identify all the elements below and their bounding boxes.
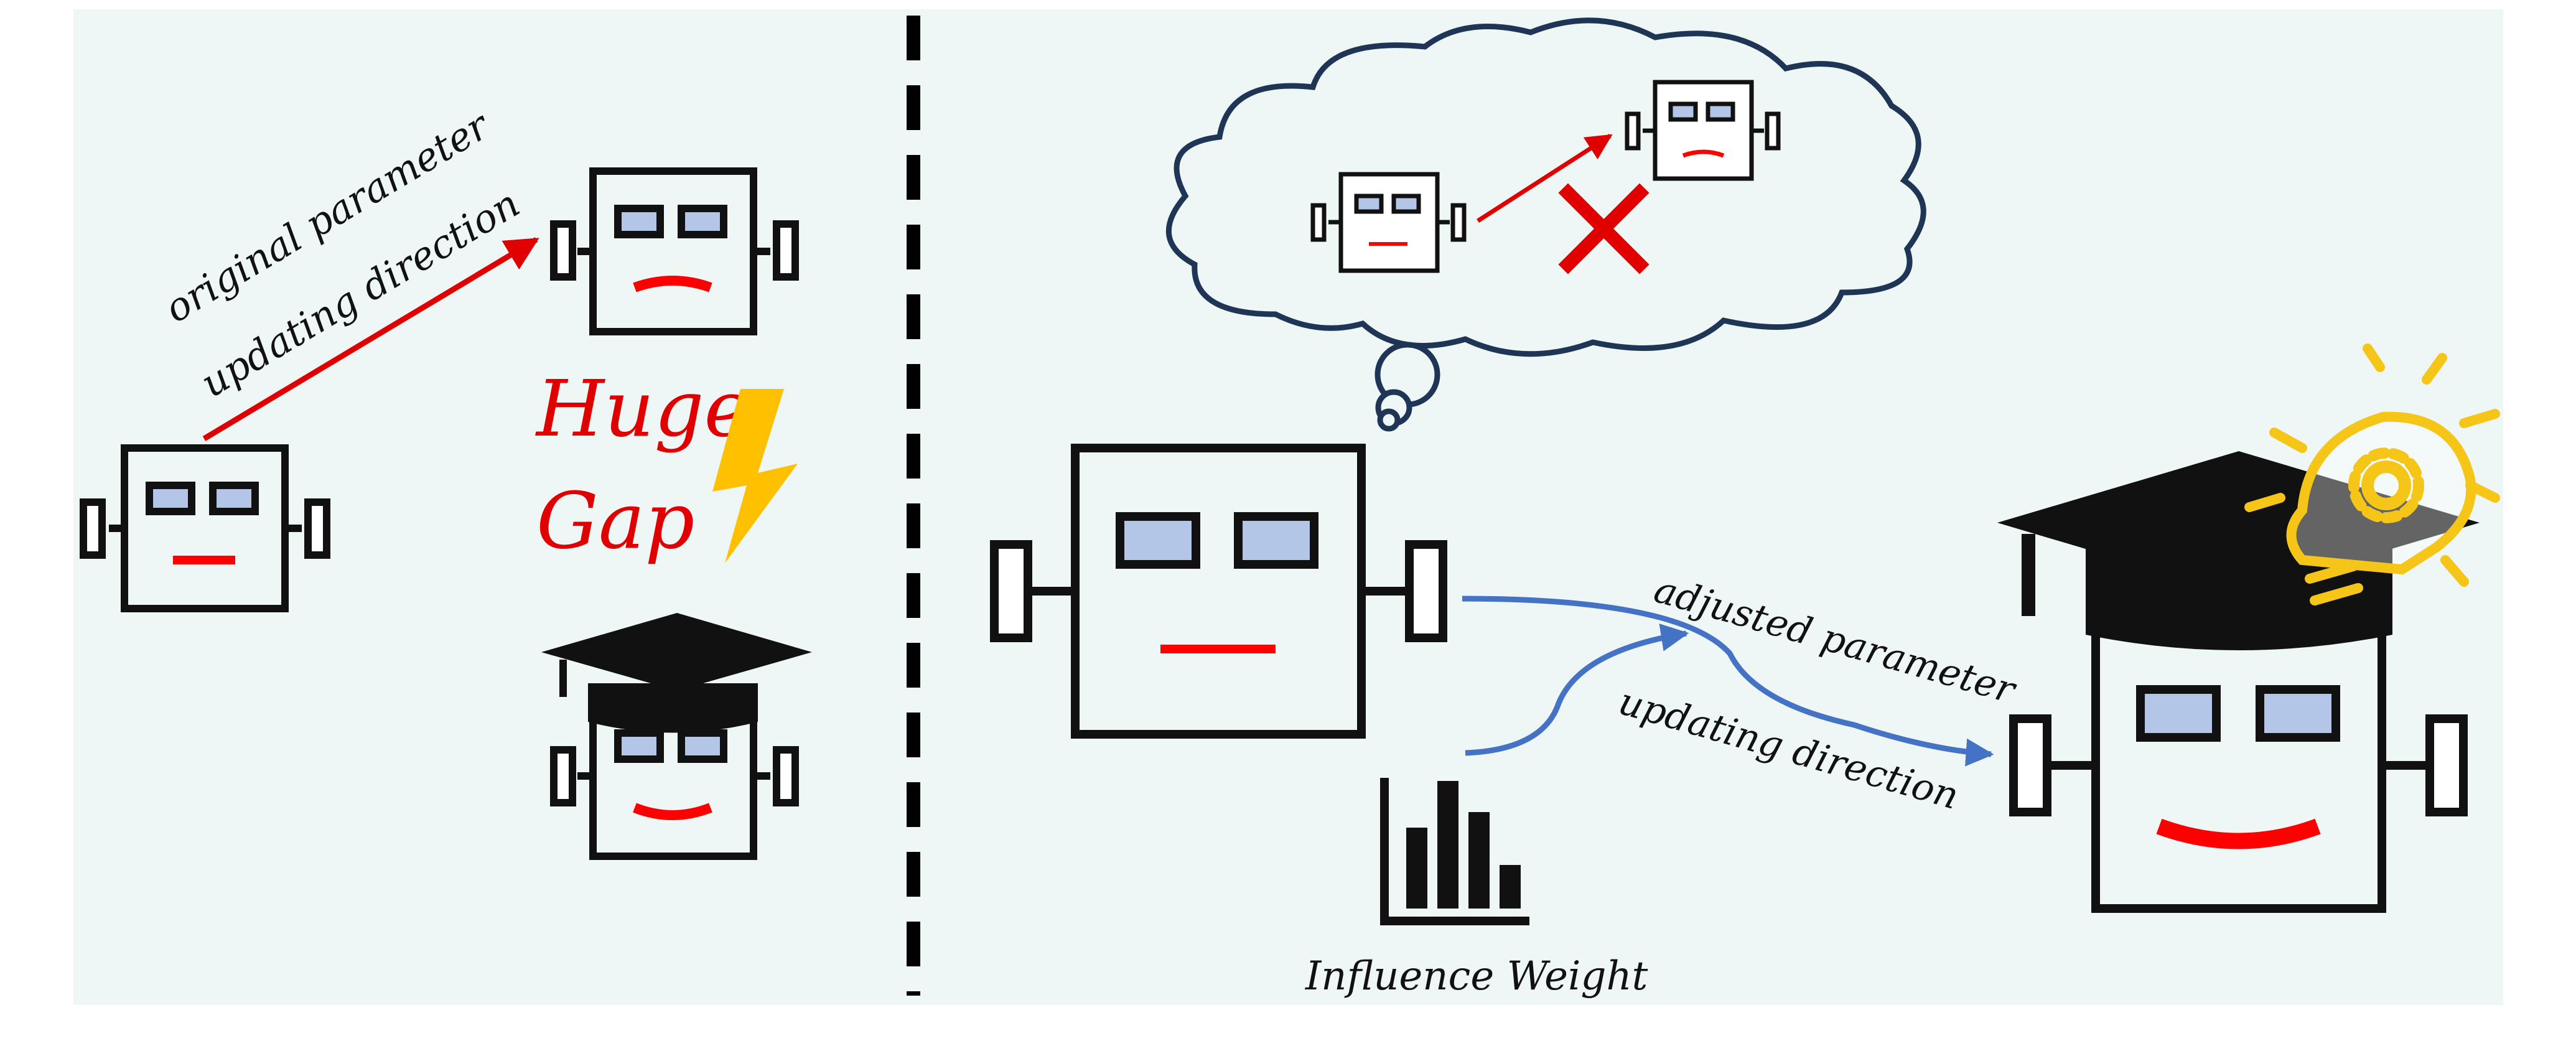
small-robot-sad bbox=[550, 167, 799, 335]
original-update-arrow bbox=[202, 237, 539, 441]
influence-merge-arrow bbox=[1465, 624, 1689, 756]
small-robot-graduate bbox=[541, 613, 812, 860]
x-mark-icon bbox=[1558, 183, 1650, 274]
influence-weight-caption: Influence Weight bbox=[1305, 953, 1648, 999]
cloud-update-arrow bbox=[1477, 134, 1613, 223]
gap-word-huge: Huge bbox=[535, 364, 750, 454]
graduation-cap-icon bbox=[541, 613, 812, 733]
big-robot-graduate bbox=[1997, 451, 2480, 913]
bar-chart-icon bbox=[1380, 778, 1529, 925]
cloud-robot-sad bbox=[1625, 80, 1781, 181]
cloud-robot-neutral bbox=[1310, 172, 1467, 273]
small-robot-neutral bbox=[80, 444, 330, 612]
gap-word-gap: Gap bbox=[536, 476, 694, 566]
lightbulb-gear-icon bbox=[2244, 343, 2500, 605]
big-robot-neutral bbox=[990, 444, 1447, 739]
adjusted-update-arrow bbox=[1462, 596, 1994, 767]
lightning-bolt-icon bbox=[712, 389, 798, 563]
